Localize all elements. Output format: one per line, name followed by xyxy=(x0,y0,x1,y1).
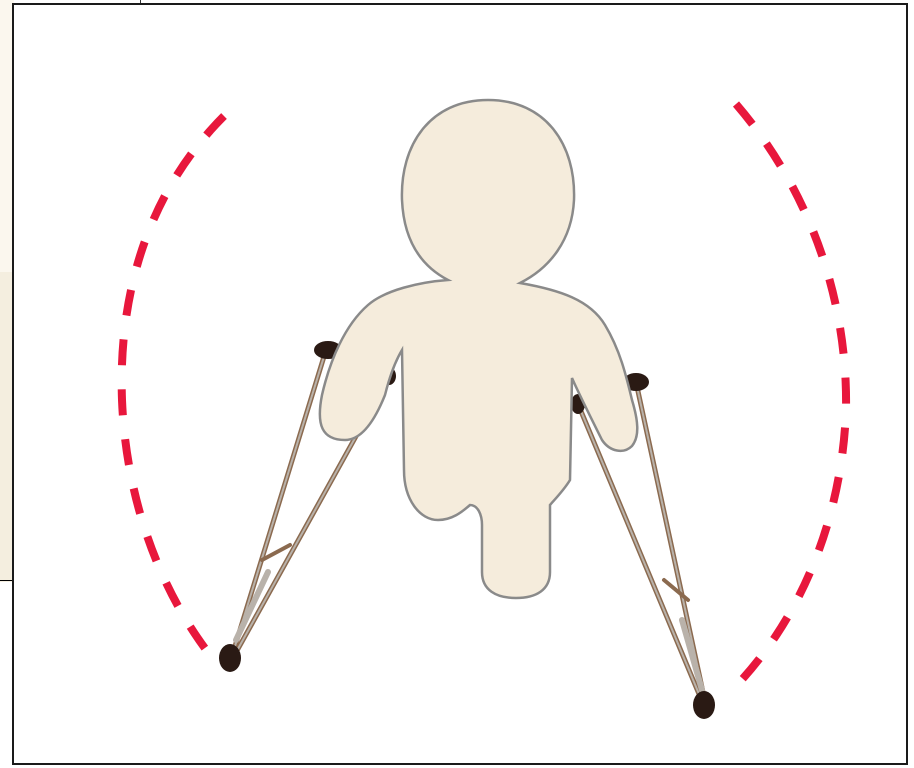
person-body xyxy=(320,100,637,598)
right-crutch xyxy=(571,373,715,719)
left-swing-arc xyxy=(122,116,224,655)
right-swing-arc xyxy=(734,104,846,688)
person-figure xyxy=(320,100,637,598)
